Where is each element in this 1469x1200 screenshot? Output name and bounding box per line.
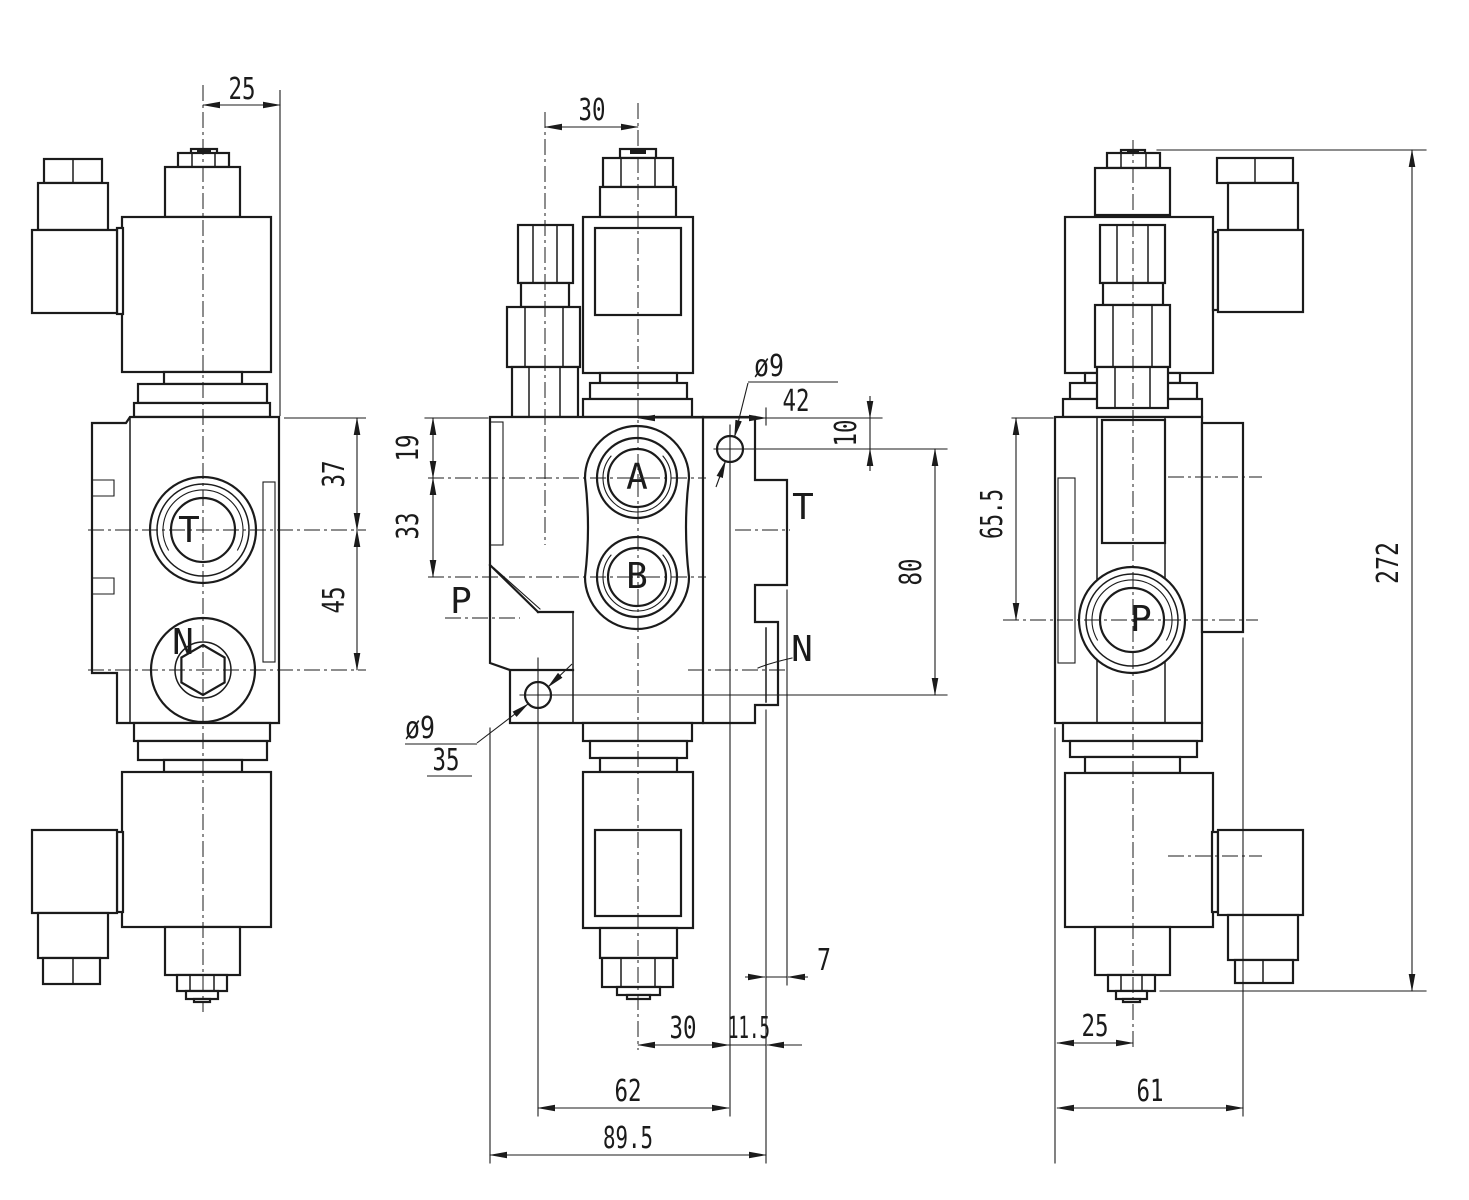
- dim-middle-top-edge-to-hole: 10: [829, 396, 874, 471]
- svg-text:25: 25: [229, 72, 256, 107]
- left-top-connector: [30, 157, 125, 316]
- svg-text:ø9: ø9: [754, 349, 784, 384]
- right-top-solenoid: [1061, 148, 1215, 419]
- svg-text:272: 272: [1371, 542, 1406, 584]
- right-view: P: [975, 140, 1427, 1164]
- dim-middle-boss-step: 7: [745, 943, 831, 981]
- right-bottom-connector: [1210, 828, 1305, 985]
- left-bottom-connector: [30, 828, 125, 986]
- middle-bottom-solenoid: [581, 721, 695, 1001]
- middle-view: A B: [391, 93, 948, 1164]
- svg-text:25: 25: [1082, 1009, 1109, 1044]
- right-centerlines: [1003, 140, 1262, 1050]
- left-centerlines: [88, 85, 366, 1012]
- svg-text:35: 35: [433, 743, 460, 778]
- svg-text:45: 45: [317, 587, 352, 614]
- svg-text:33: 33: [391, 513, 426, 540]
- left-port-n-label: N: [172, 622, 194, 663]
- dim-left-t-to-n: 45: [317, 529, 361, 671]
- svg-text:89.5: 89.5: [603, 1121, 653, 1156]
- svg-text:65.5: 65.5: [975, 489, 1010, 539]
- middle-port-t-label: T: [792, 487, 814, 528]
- left-view: T N: [30, 72, 366, 1012]
- svg-text:30: 30: [670, 1011, 697, 1046]
- dim-middle-body-to-a: 19: [391, 417, 437, 479]
- dim-middle-center-to-hole: 30: [637, 1011, 730, 1049]
- dim-right-center-offset: 25: [1054, 727, 1134, 1164]
- dim-middle-overall-width: 89.5: [489, 1121, 767, 1159]
- left-bottom-solenoid: [120, 721, 273, 1004]
- middle-valve-body: A B: [488, 415, 789, 725]
- dim-middle-top-offset: 30: [544, 93, 639, 131]
- left-dimensions: 25 37 45: [202, 72, 366, 671]
- dim-middle-hole-bottom: ø9 35: [405, 663, 573, 778]
- dim-left-body-to-t: 37: [317, 417, 361, 531]
- middle-relief-valve: [505, 223, 582, 419]
- dim-middle-hole-span: 62: [537, 1074, 730, 1112]
- svg-text:10: 10: [829, 420, 864, 447]
- right-top-connector: [1211, 156, 1305, 314]
- dim-left-top-width: 25: [202, 72, 281, 416]
- svg-text:11.5: 11.5: [728, 1011, 770, 1046]
- right-valve-body: P: [1053, 415, 1245, 725]
- dim-middle-a-to-b: 33: [391, 477, 437, 578]
- dim-middle-hole-to-hole: 80: [894, 448, 939, 696]
- svg-text:80: 80: [894, 559, 929, 586]
- left-top-solenoid: [120, 147, 273, 419]
- svg-text:ø9: ø9: [405, 711, 435, 746]
- middle-port-labels: P T N: [450, 487, 814, 670]
- svg-text:30: 30: [579, 93, 606, 128]
- svg-text:7: 7: [817, 943, 831, 978]
- middle-dimensions: 30 19 33 ø9 42 10: [391, 93, 939, 1159]
- dim-right-body-width: 61: [1056, 637, 1244, 1117]
- svg-text:61: 61: [1137, 1074, 1164, 1109]
- svg-text:19: 19: [391, 435, 426, 462]
- middle-port-n-label: N: [791, 629, 813, 670]
- svg-text:62: 62: [615, 1074, 642, 1109]
- dim-middle-hole-top: ø9 42: [637, 349, 838, 488]
- dim-right-body-to-p: 65.5: [975, 417, 1054, 621]
- right-bottom-solenoid: [1061, 721, 1215, 1004]
- svg-text:42: 42: [783, 384, 810, 419]
- dim-middle-hole-to-face: 11.5: [728, 1011, 802, 1049]
- dim-right-overall-height: 272: [1156, 149, 1427, 992]
- middle-port-p-label: P: [450, 581, 472, 622]
- right-dimensions: 65.5 272 25 61: [975, 149, 1427, 1164]
- left-valve-body: T N: [90, 415, 281, 725]
- middle-centerlines: [428, 103, 790, 1050]
- svg-text:37: 37: [317, 461, 352, 488]
